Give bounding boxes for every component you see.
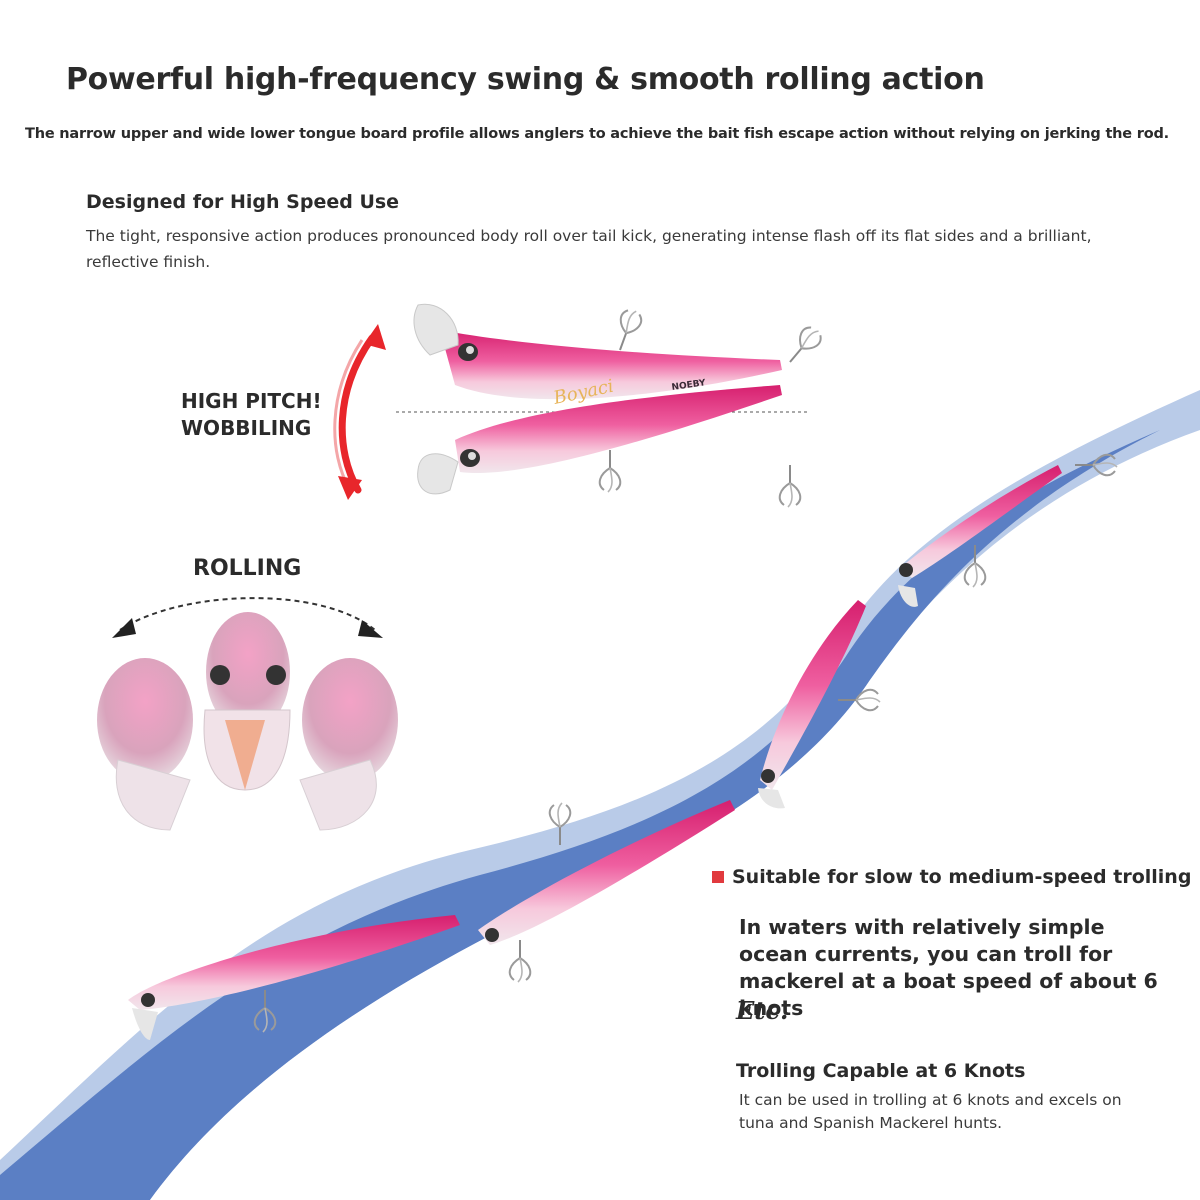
wobble-arrow-icon (333, 324, 386, 500)
trolling-body: It can be used in trolling at 6 knots an… (739, 1091, 1122, 1132)
rolling-lure-heads (97, 612, 398, 831)
trolling-lure-2 (478, 800, 735, 983)
trolling-lure-1 (128, 915, 460, 1040)
rolling-label: ROLLING (193, 556, 302, 581)
page-title: Powerful high-frequency swing & smooth r… (66, 62, 985, 97)
page-subtitle: The narrow upper and wide lower tongue b… (25, 126, 1169, 142)
wobble-label-line2: WOBBILING (181, 416, 312, 440)
trolling-bullet: Suitable for slow to medium-speed trolli… (712, 866, 1191, 888)
wobble-lure-upper (413, 303, 826, 400)
bullet-square-icon (712, 871, 724, 883)
rolling-arrow-icon (112, 597, 383, 638)
lure-brand-mark: NOEBY (671, 378, 707, 393)
trolling-heading: Trolling Capable at 6 Knots (736, 1060, 1026, 1082)
speed-heading: Designed for High Speed Use (86, 191, 400, 213)
trolling-bullet-text: Suitable for slow to medium-speed trolli… (732, 866, 1192, 888)
trolling-etc: Etc. (736, 996, 789, 1025)
wobble-label: HIGH PITCH! WOBBILING (181, 388, 322, 442)
trolling-lure-4 (898, 453, 1118, 607)
wobble-lure-lower (417, 385, 802, 508)
trolling-description: In waters with relatively simple ocean c… (739, 915, 1158, 1020)
trolling-lure-3 (758, 600, 881, 809)
speed-body: The tight, responsive action produces pr… (86, 227, 1092, 271)
wobble-label-line1: HIGH PITCH! (181, 389, 322, 413)
